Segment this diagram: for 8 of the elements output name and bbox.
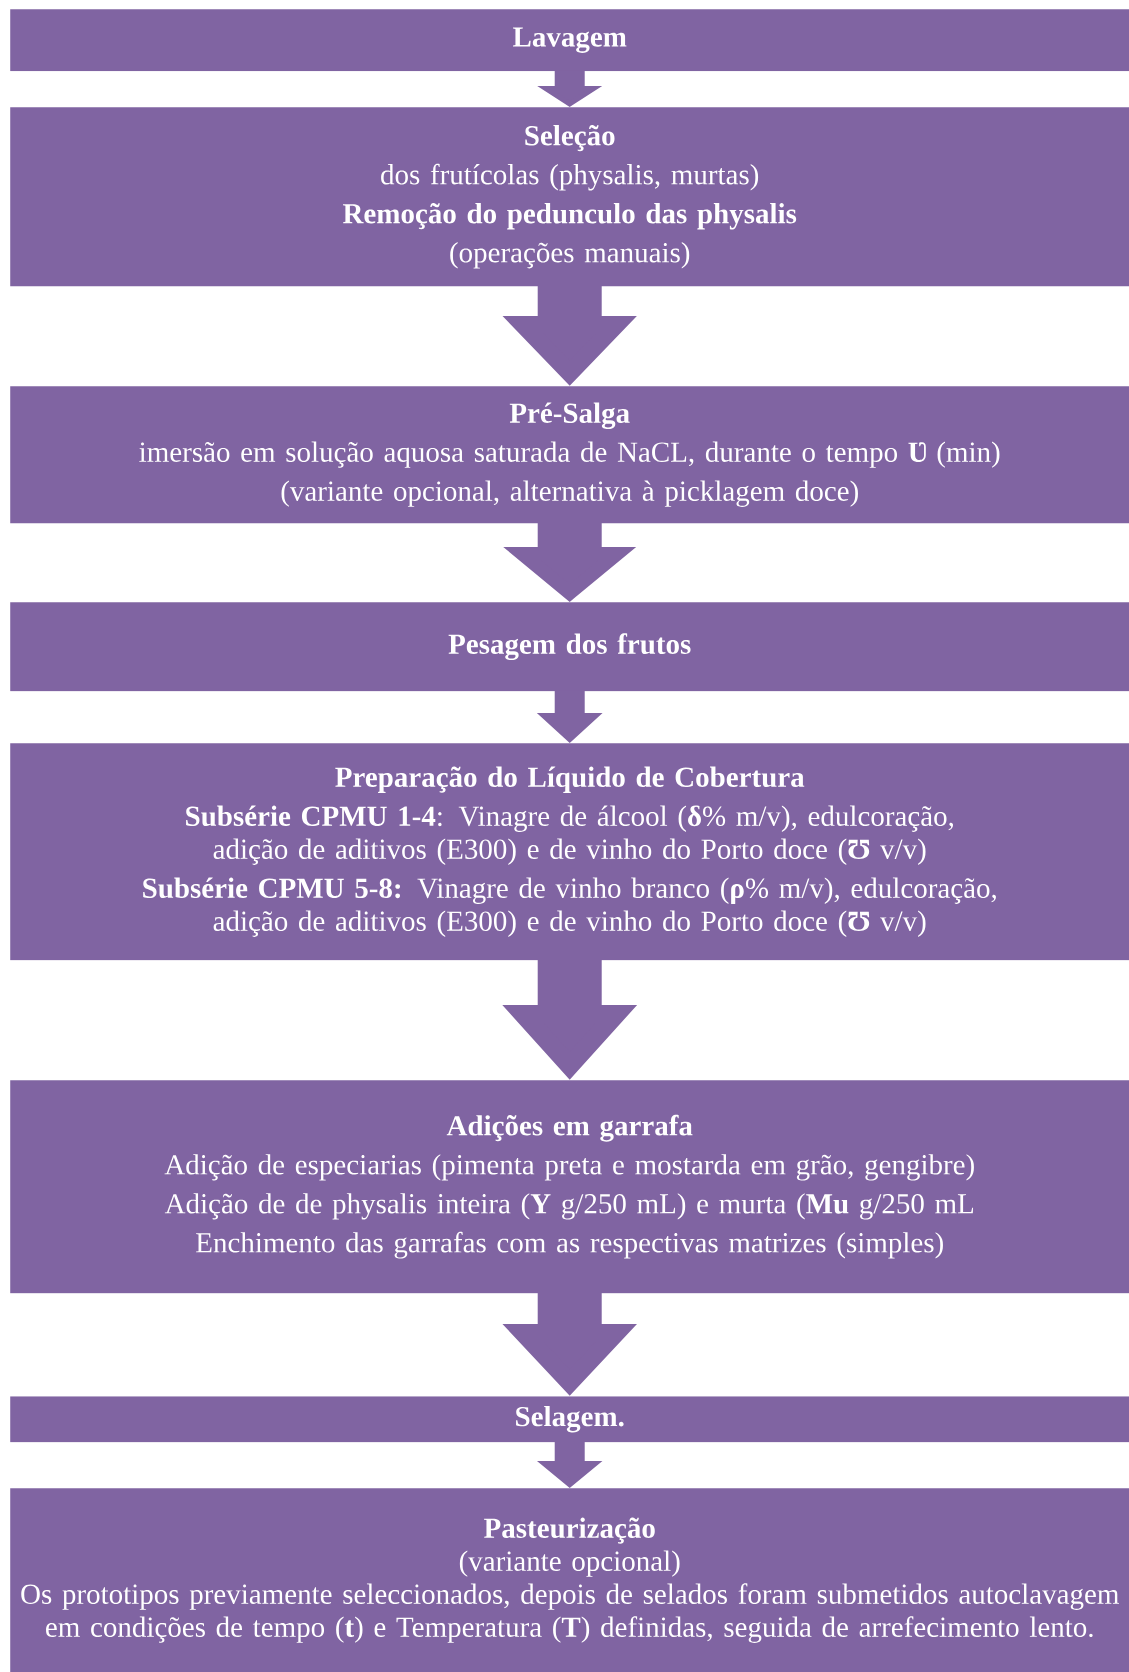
process-box: Selagem. <box>10 1396 1129 1443</box>
process-box: Seleção dos frutícolas (physalis, murtas) Remoção do pedunculo das physalis (operações manuais) <box>10 107 1129 287</box>
process-box: Pasteurização (variante opcional) Os prototipos previamente seleccionados, depois de selados foram submetidos autoclavagem em condições de tempo (t) e Temperatura (T) definidas, seguida de arrefecimento lento. <box>10 1488 1129 1672</box>
process-box: Adições em garrafa Adição de especiarias (pimenta preta e mostarda em grão, gengibre) Adição de de physalis inteira (Y g/250 mL) e murta (Mu g/250 mL Enchimento das garrafas com as respectivas matrizes (simples) <box>10 1080 1129 1294</box>
process-box: Preparação do Líquido de Cobertura Subsérie CPMU 1-4: Vinagre de álcool (δ% m/v), edulcoração, adição de aditivos (E300) e de vinho do Porto doce (Ʊ v/v) Subsérie CPMU 5-8: Vinagre de vinho branco (ρ% m/v), edulcoração, adição de aditivos (E300) e de vinho do Porto doce (Ʊ v/v) <box>10 743 1129 961</box>
process-box: Pesagem dos frutos <box>10 602 1129 692</box>
process-box: Lavagem <box>10 9 1129 72</box>
process-box: Pré-Salga imersão em solução aquosa saturada de NaCL, durante o tempo Ʋ (min) (variante opcional, alternativa à picklagem doce) <box>10 386 1129 524</box>
